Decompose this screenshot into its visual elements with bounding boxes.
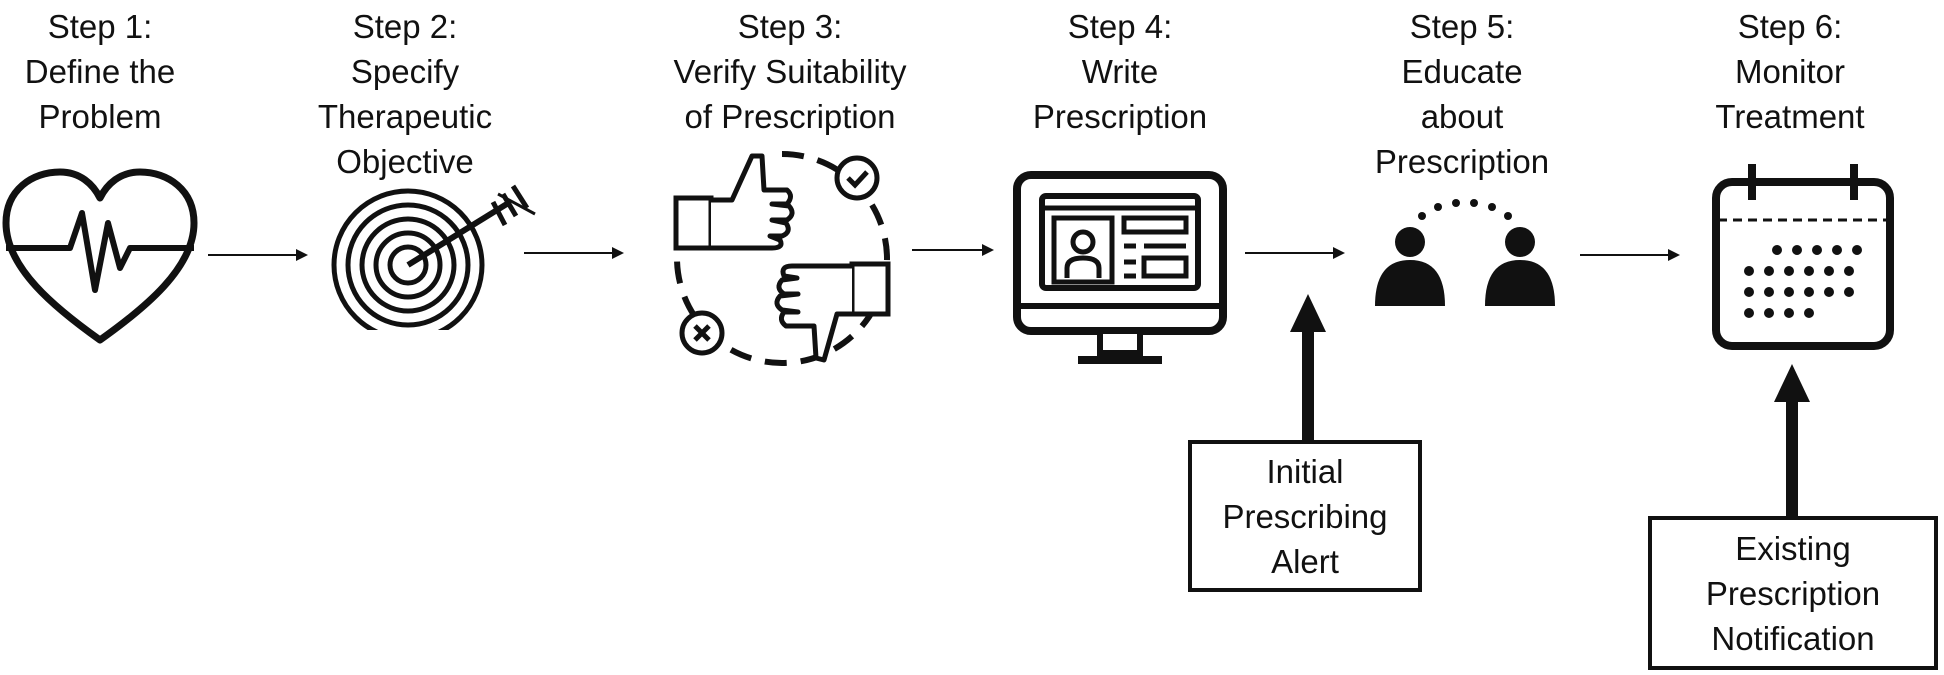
step-5-title-line-1: Step 5: [1409, 8, 1515, 45]
monitor-profile-icon [1013, 171, 1227, 364]
step-2-title-line-4: Objective [336, 143, 474, 180]
heartbeat-icon [2, 168, 198, 344]
calendar-icon [1712, 164, 1894, 350]
existing-notification-line-3: Notification [1711, 619, 1875, 657]
alert-arrow-existing [1774, 364, 1810, 518]
initial-alert-line-2: Prescribing [1222, 497, 1388, 535]
step-6-title-line-3: Treatment [1715, 98, 1865, 135]
target-arrow-icon [331, 184, 536, 330]
thumbs-up-down-icon [673, 151, 891, 367]
flow-arrow-3-4 [912, 244, 994, 256]
step-3-title: Step 3: Verify Suitability of Prescripti… [640, 4, 940, 139]
step-4-title-line-1: Step 4: [1067, 8, 1173, 45]
step-1-title: Step 1: Define the Problem [0, 4, 240, 139]
step-2-title: Step 2: Specify Therapeutic Objective [265, 4, 545, 184]
flow-arrow-2-3 [524, 247, 624, 259]
initial-alert-line-1: Initial [1266, 452, 1344, 490]
step-2-title-line-3: Therapeutic [317, 98, 493, 135]
flow-arrow-4-5 [1245, 247, 1345, 259]
step-5-title-line-4: Prescription [1374, 143, 1550, 180]
step-2-title-line-1: Step 2: [352, 8, 458, 45]
flow-arrow-1-2 [208, 249, 308, 261]
step-3-title-line-1: Step 3: [737, 8, 843, 45]
step-3-title-line-3: of Prescription [684, 98, 896, 135]
step-4-title: Step 4: Write Prescription [980, 4, 1260, 139]
step-1-title-line-3: Problem [38, 98, 162, 135]
two-people-icon [1375, 199, 1555, 306]
step-6-title-line-2: Monitor [1734, 53, 1846, 90]
step-4-title-line-2: Write [1081, 53, 1159, 90]
step-1-title-line-1: Step 1: [47, 8, 153, 45]
initial-prescribing-alert-box: Initial Prescribing Alert [1188, 440, 1422, 592]
existing-notification-line-2: Prescription [1705, 574, 1881, 612]
existing-prescription-notification-box: Existing Prescription Notification [1648, 516, 1938, 670]
alert-arrow-initial [1290, 294, 1326, 442]
existing-notification-line-1: Existing [1735, 529, 1851, 567]
step-1-title-line-2: Define the [24, 53, 176, 90]
step-4-title-line-3: Prescription [1032, 98, 1208, 135]
step-5-title-line-3: about [1420, 98, 1504, 135]
step-2-title-line-2: Specify [350, 53, 460, 90]
flow-arrow-5-6 [1580, 249, 1680, 261]
step-5-title-line-2: Educate [1401, 53, 1523, 90]
step-6-title: Step 6: Monitor Treatment [1650, 4, 1930, 139]
initial-alert-line-3: Alert [1271, 542, 1339, 580]
step-3-title-line-2: Verify Suitability [673, 53, 907, 90]
step-5-title: Step 5: Educate about Prescription [1322, 4, 1602, 184]
step-6-title-line-1: Step 6: [1737, 8, 1843, 45]
